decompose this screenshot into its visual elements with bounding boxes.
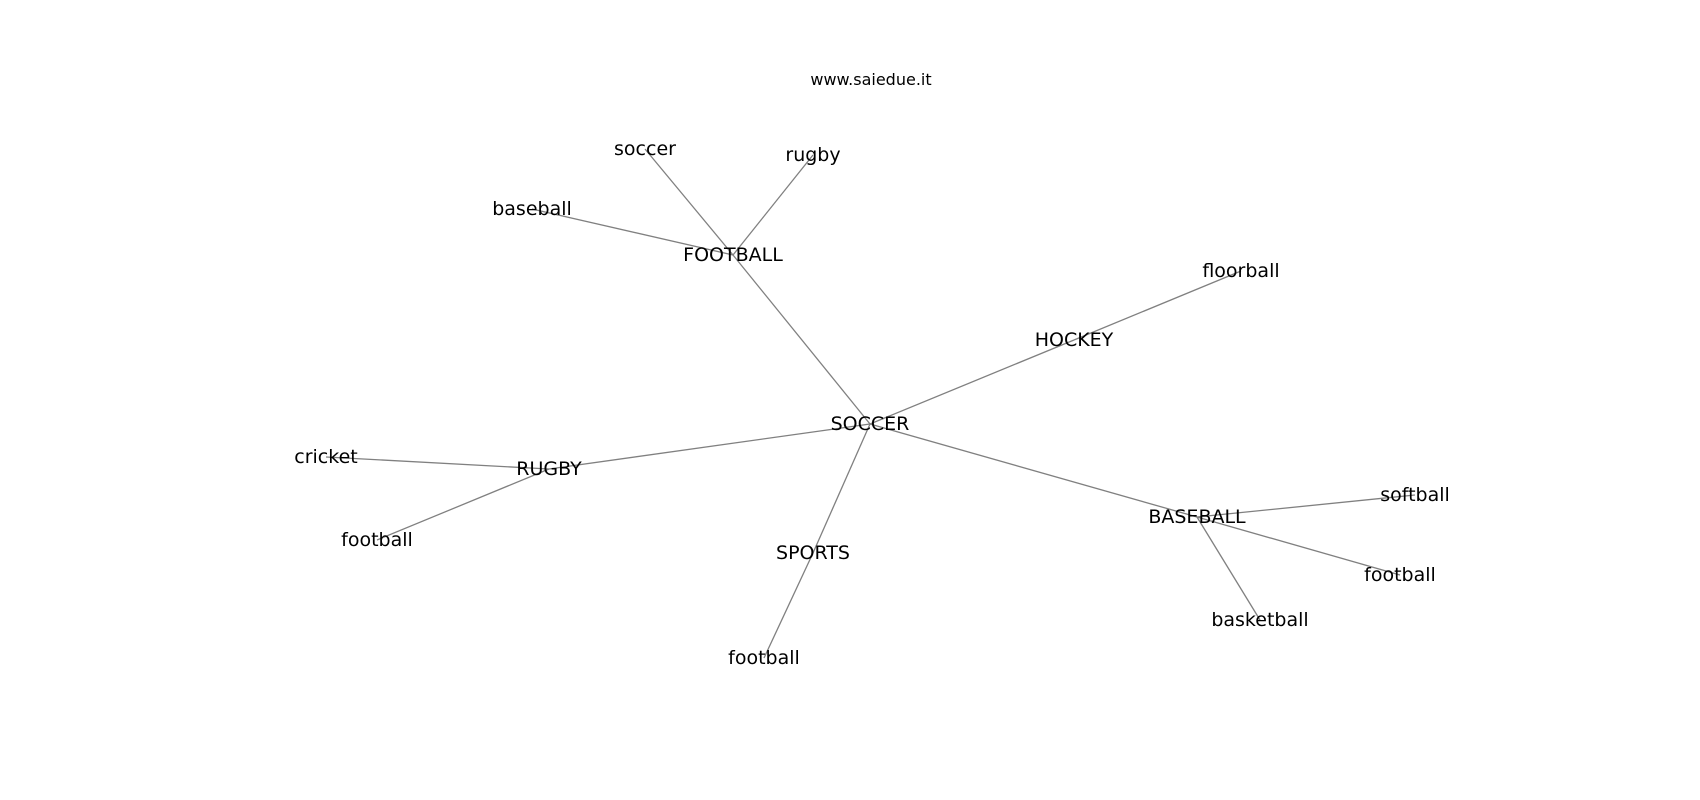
node-label-baseball: BASEBALL: [1148, 506, 1246, 528]
site-credit: www.saiedue.it: [810, 70, 932, 89]
edge-rugby-to-cricket: [325, 456, 550, 470]
node-label-rugby: rugby: [785, 144, 840, 166]
node-label-football: football: [728, 647, 800, 669]
edge-soccer-to-football: [732, 254, 871, 425]
labels-layer: SOCCER FOOTBALL HOCKEY RUGBY SPORTS BASEBALL s…: [294, 138, 1450, 669]
node-label-football: football: [1364, 564, 1436, 586]
edge-hockey-to-floorball: [1073, 270, 1242, 341]
edge-rugby-to-football: [376, 468, 550, 541]
node-label-hockey: HOCKEY: [1035, 329, 1114, 351]
node-label-soccer: soccer: [614, 138, 676, 160]
node-label-football: FOOTBALL: [683, 244, 783, 266]
edge-football-to-baseball: [531, 208, 734, 256]
node-label-baseball: baseball: [492, 198, 572, 220]
node-label-basketball: basketball: [1211, 609, 1308, 631]
edge-soccer-to-rugby: [548, 423, 871, 470]
node-label-floorball: floorball: [1202, 260, 1279, 282]
node-label-football: football: [341, 529, 413, 551]
node-label-cricket: cricket: [294, 446, 357, 468]
edge-soccer-to-baseball: [869, 423, 1198, 518]
edge-football-to-rugby: [732, 154, 814, 256]
node-label-softball: softball: [1380, 484, 1450, 506]
edge-baseball-to-football: [1196, 516, 1401, 576]
edges-layer: [325, 148, 1416, 659]
edge-soccer-to-hockey: [869, 339, 1075, 425]
edge-football-to-soccer: [644, 148, 734, 256]
edge-baseball-to-basketball: [1196, 516, 1261, 621]
edge-baseball-to-softball: [1196, 494, 1416, 518]
edge-sports-to-football: [763, 552, 814, 659]
edge-soccer-to-sports: [812, 423, 871, 554]
node-label-soccer: SOCCER: [831, 413, 910, 435]
node-label-sports: SPORTS: [776, 542, 850, 564]
node-label-rugby: RUGBY: [516, 458, 582, 480]
